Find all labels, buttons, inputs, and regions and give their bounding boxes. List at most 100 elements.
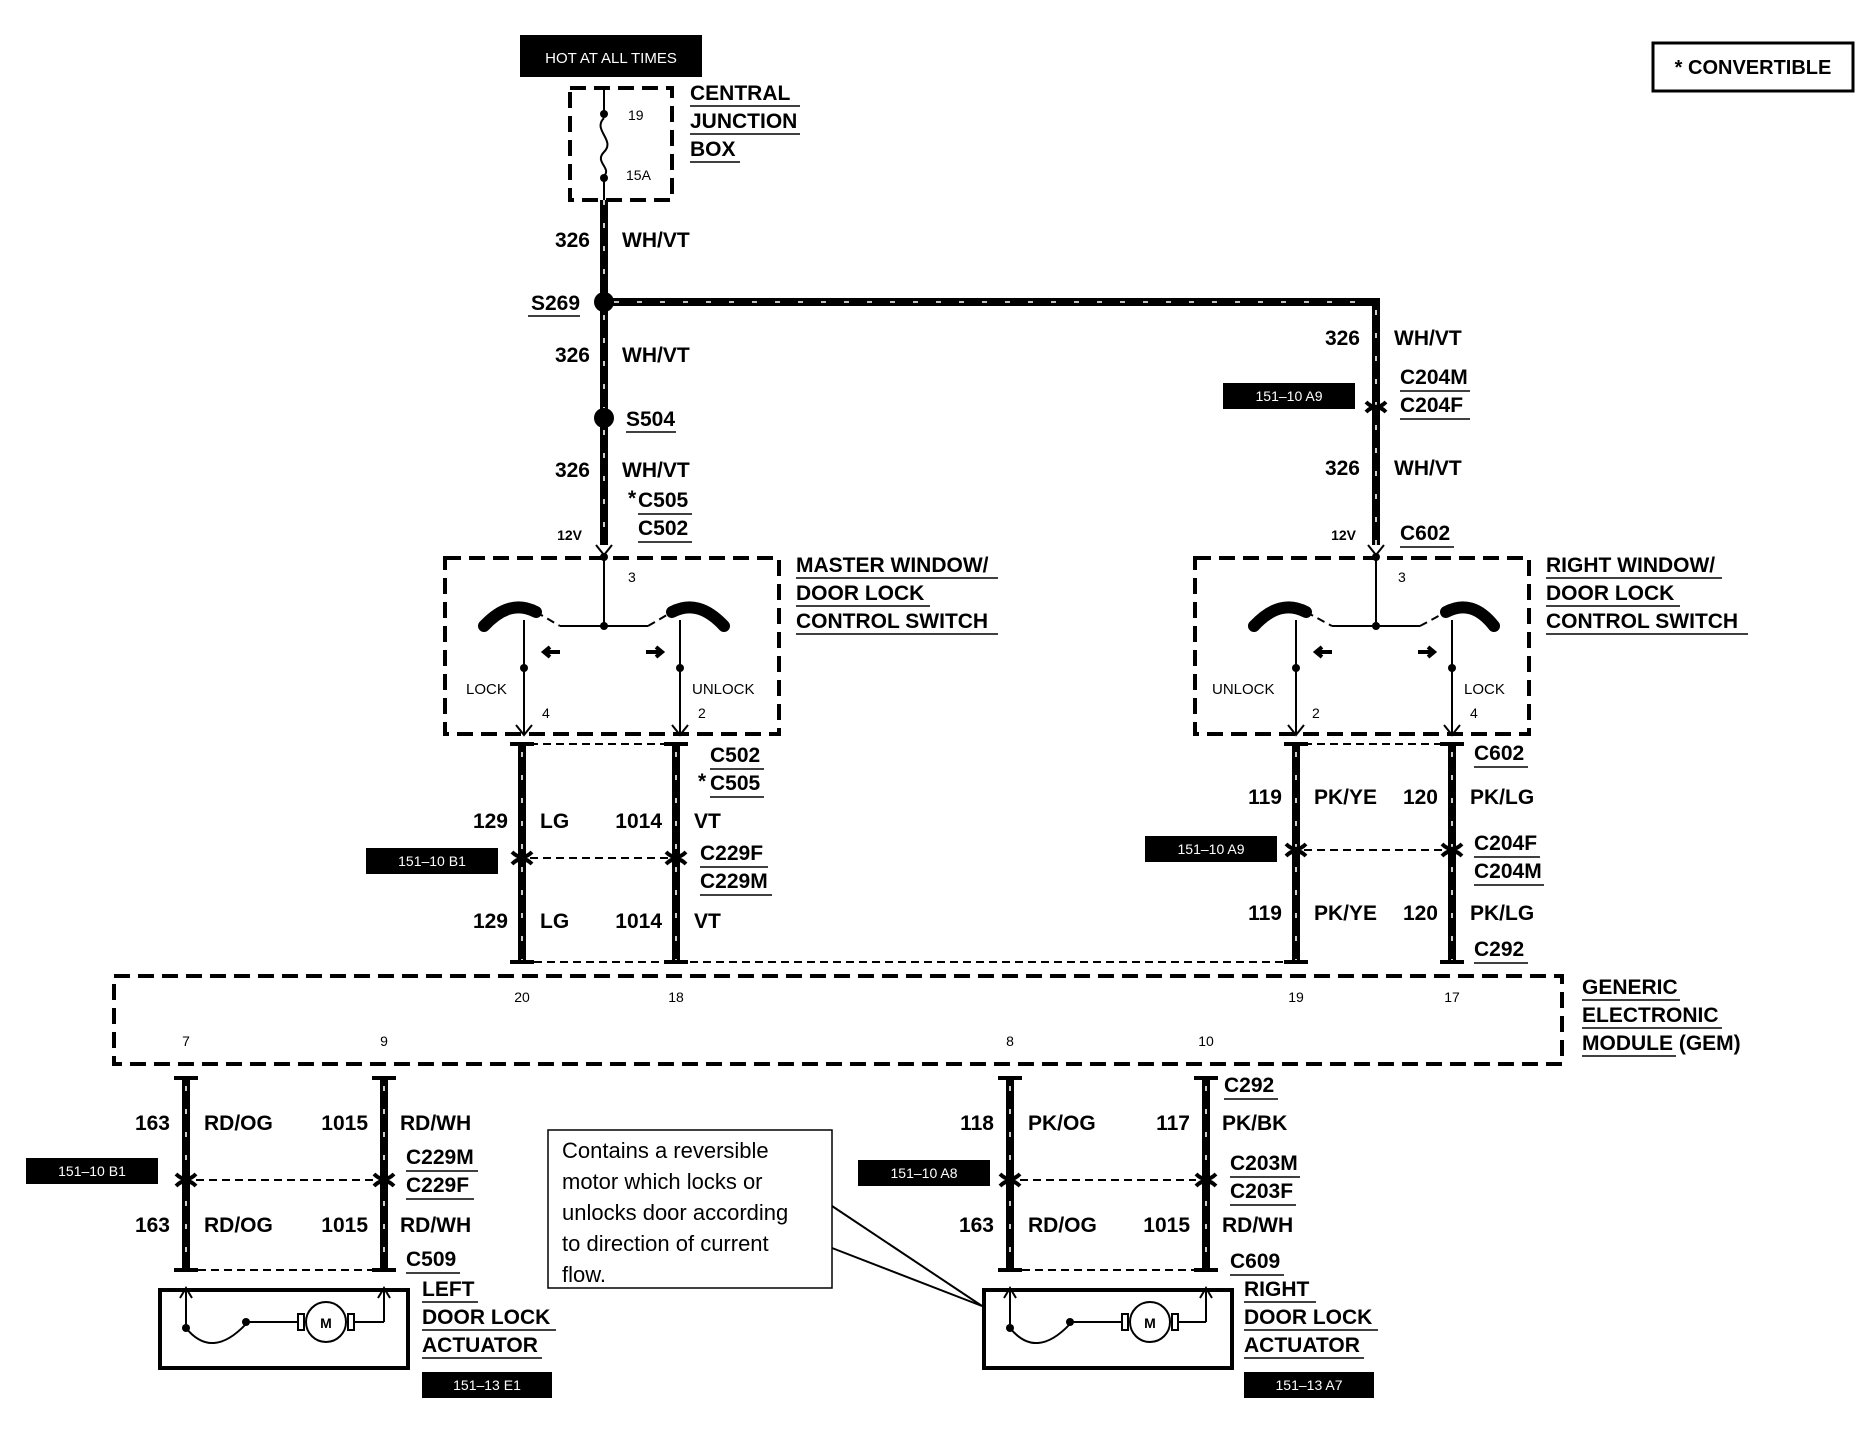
wire-1014-a-color: VT bbox=[694, 810, 721, 833]
connector-c292-low: C292 bbox=[1224, 1074, 1274, 1097]
wire-326-c-num: 326 bbox=[555, 459, 590, 482]
wire-163-c-num: 163 bbox=[959, 1214, 994, 1237]
wire-1014-b-num: 1014 bbox=[615, 910, 662, 933]
splice-s504-dot bbox=[594, 408, 614, 428]
connector-c203f: C203F bbox=[1230, 1180, 1293, 1203]
wire-129-a-color: LG bbox=[540, 810, 569, 833]
right-lock-label: LOCK bbox=[1464, 681, 1505, 698]
convertible-star: * bbox=[628, 487, 637, 510]
right-motor-icon bbox=[1129, 1301, 1171, 1343]
connector-c502-mid: C502 bbox=[710, 744, 760, 767]
note-line-2: motor which locks or bbox=[562, 1169, 763, 1194]
gem-pin-20: 20 bbox=[514, 989, 530, 1005]
connector-c505-mid: C505 bbox=[710, 772, 761, 795]
wire-326-d-color: WH/VT bbox=[1394, 327, 1462, 350]
note-line-3: unlocks door according bbox=[562, 1200, 788, 1225]
wire-163-a-color: RD/OG bbox=[204, 1112, 273, 1135]
master-pin-4: 4 bbox=[542, 705, 550, 721]
connector-c292-mid: C292 bbox=[1474, 938, 1524, 961]
ref-tag-7: 151–13 A7 bbox=[1244, 1372, 1374, 1398]
wire-326-d-num: 326 bbox=[1325, 327, 1360, 350]
cjb-label-2: JUNCTION bbox=[690, 110, 797, 133]
svg-text:M: M bbox=[320, 1315, 332, 1331]
master-switch-label-1: MASTER WINDOW/ bbox=[796, 554, 989, 577]
wire-326-b-num: 326 bbox=[555, 344, 590, 367]
cjb-label-1: CENTRAL bbox=[690, 82, 790, 105]
svg-text:151–13 A7: 151–13 A7 bbox=[1276, 1377, 1343, 1393]
ref-tag-6: 151–13 E1 bbox=[422, 1372, 552, 1398]
cjb-label-3: BOX bbox=[690, 138, 736, 161]
gem-pin-8: 8 bbox=[1006, 1033, 1014, 1049]
connector-c203m: C203M bbox=[1230, 1152, 1298, 1175]
right-actuator-label-2: DOOR LOCK bbox=[1244, 1306, 1372, 1329]
master-pin-3: 3 bbox=[628, 569, 636, 585]
lock-direction-arrow bbox=[540, 645, 560, 659]
connector-c229f-low: C229F bbox=[406, 1174, 469, 1197]
wire-163-c-color: RD/OG bbox=[1028, 1214, 1097, 1237]
gem-pin-10: 10 bbox=[1198, 1033, 1214, 1049]
left-actuator-label-1: LEFT bbox=[422, 1278, 475, 1301]
hot-at-all-times-tag: HOT AT ALL TIMES bbox=[520, 35, 702, 77]
ref-tag-5: 151–10 A8 bbox=[858, 1160, 990, 1186]
gem-label-3: MODULE (GEM) bbox=[1582, 1032, 1741, 1055]
lower-wires bbox=[174, 1076, 1218, 1272]
wire-120-a-num: 120 bbox=[1403, 786, 1438, 809]
connector-c204f-top: C204F bbox=[1400, 394, 1463, 417]
svg-text:151–10 A8: 151–10 A8 bbox=[891, 1165, 958, 1181]
middle-wires bbox=[510, 742, 1464, 964]
svg-text:151–10 B1: 151–10 B1 bbox=[58, 1163, 126, 1179]
connector-c602-mid: C602 bbox=[1474, 742, 1524, 765]
wire-1014-a-num: 1014 bbox=[615, 810, 662, 833]
master-switch-label-3: CONTROL SWITCH bbox=[796, 610, 988, 633]
wire-119-b-color: PK/YE bbox=[1314, 902, 1377, 925]
wire-163-b-color: RD/OG bbox=[204, 1214, 273, 1237]
right-pin-3: 3 bbox=[1398, 569, 1406, 585]
wire-120-a-color: PK/LG bbox=[1470, 786, 1534, 809]
svg-text:M: M bbox=[1144, 1315, 1156, 1331]
wire-326-a-num: 326 bbox=[555, 229, 590, 252]
voltage-left: 12V bbox=[557, 527, 583, 543]
motor-note-callout: Contains a reversible motor which locks … bbox=[547, 1129, 983, 1307]
ref-tag-4: 151–10 B1 bbox=[26, 1158, 158, 1184]
wire-326-e-color: WH/VT bbox=[1394, 457, 1462, 480]
wire-1015-a-num: 1015 bbox=[321, 1112, 368, 1135]
fuse-rating: 15A bbox=[626, 167, 652, 183]
svg-text:151–10 A9: 151–10 A9 bbox=[1256, 388, 1323, 404]
wire-118-num: 118 bbox=[960, 1112, 994, 1135]
connector-c204f-mid: C204F bbox=[1474, 832, 1537, 855]
connector-c505-top: C505 bbox=[638, 489, 689, 512]
wire-120-b-color: PK/LG bbox=[1470, 902, 1534, 925]
wire-129-b-num: 129 bbox=[473, 910, 508, 933]
wire-117-color: PK/BK bbox=[1222, 1112, 1287, 1135]
gem-pin-19: 19 bbox=[1288, 989, 1304, 1005]
right-door-lock-actuator: M bbox=[982, 1286, 1234, 1370]
wire-117-num: 117 bbox=[1156, 1112, 1190, 1135]
wire-1015-c-num: 1015 bbox=[1143, 1214, 1190, 1237]
master-switch bbox=[443, 553, 781, 737]
gem-pin-18: 18 bbox=[668, 989, 684, 1005]
wire-119-b-num: 119 bbox=[1248, 902, 1282, 925]
wire-326-a-color: WH/VT bbox=[622, 229, 690, 252]
right-switch-label-2: DOOR LOCK bbox=[1546, 582, 1674, 605]
svg-text:151–10 B1: 151–10 B1 bbox=[398, 853, 466, 869]
connector-c609: C609 bbox=[1230, 1250, 1280, 1273]
master-unlock-label: UNLOCK bbox=[692, 681, 755, 698]
gem-label-2: ELECTRONIC bbox=[1582, 1004, 1719, 1027]
left-door-lock-actuator: M bbox=[158, 1286, 410, 1370]
connector-c229f-mid: C229F bbox=[700, 842, 763, 865]
wire-119-a-num: 119 bbox=[1248, 786, 1282, 809]
wire-129-a-num: 129 bbox=[473, 810, 508, 833]
right-actuator-label-3: ACTUATOR bbox=[1244, 1334, 1360, 1357]
right-lock-direction-arrow bbox=[1418, 645, 1438, 659]
gem-label-1: GENERIC bbox=[1582, 976, 1678, 999]
fuse-icon bbox=[599, 117, 609, 177]
note-line-5: flow. bbox=[562, 1262, 606, 1287]
right-pin-2: 2 bbox=[1312, 705, 1320, 721]
splice-s269-label: S269 bbox=[531, 292, 580, 315]
left-actuator-label-3: ACTUATOR bbox=[422, 1334, 538, 1357]
right-switch bbox=[1193, 553, 1531, 737]
wire-1014-b-color: VT bbox=[694, 910, 721, 933]
ref-tag-3: 151–10 A9 bbox=[1145, 836, 1277, 862]
note-line-4: to direction of current bbox=[562, 1231, 769, 1256]
feed-wire-left bbox=[594, 200, 614, 557]
